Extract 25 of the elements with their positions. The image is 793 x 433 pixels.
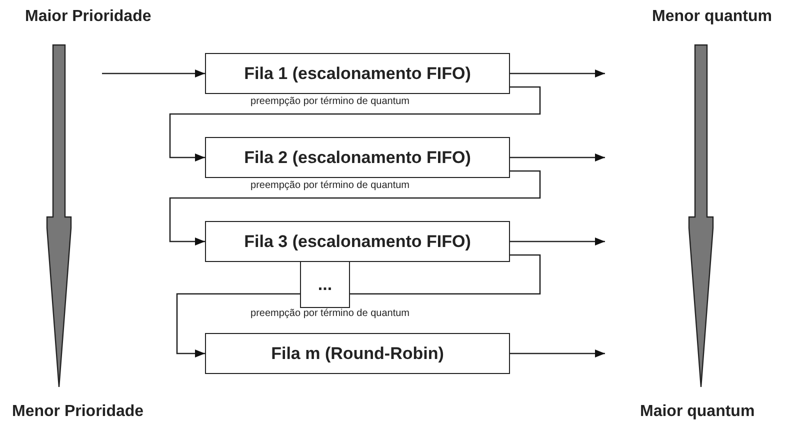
arrow bbox=[510, 238, 605, 246]
axis-label: Maior quantum bbox=[640, 403, 755, 421]
queue-label: ... bbox=[318, 274, 332, 294]
queue-box bbox=[205, 221, 510, 262]
arrow bbox=[102, 70, 205, 78]
arrow bbox=[176, 293, 300, 358]
queue-box bbox=[205, 53, 510, 94]
axis-label: Menor quantum bbox=[652, 8, 772, 26]
arrow bbox=[169, 86, 541, 162]
edge-label: preempção por término de quantum bbox=[248, 308, 412, 320]
queue-label: Fila 2 (escalonamento FIFO) bbox=[244, 148, 471, 168]
arrow bbox=[510, 350, 605, 358]
queue-box bbox=[300, 261, 350, 308]
queue-label: Fila 1 (escalonamento FIFO) bbox=[244, 64, 471, 84]
arrow bbox=[510, 154, 605, 162]
queue-box bbox=[205, 333, 510, 374]
arrow bbox=[510, 70, 605, 78]
edge-label: preempção por término de quantum bbox=[248, 180, 412, 192]
axis-label: Menor Prioridade bbox=[12, 403, 144, 421]
queue-label: Fila m (Round-Robin) bbox=[271, 344, 444, 364]
axis-label: Maior Prioridade bbox=[25, 8, 152, 26]
queue-label: Fila 3 (escalonamento FIFO) bbox=[244, 232, 471, 252]
queue-box bbox=[205, 137, 510, 178]
arrow bbox=[169, 170, 541, 246]
edge-label: preempção por término de quantum bbox=[248, 96, 412, 108]
